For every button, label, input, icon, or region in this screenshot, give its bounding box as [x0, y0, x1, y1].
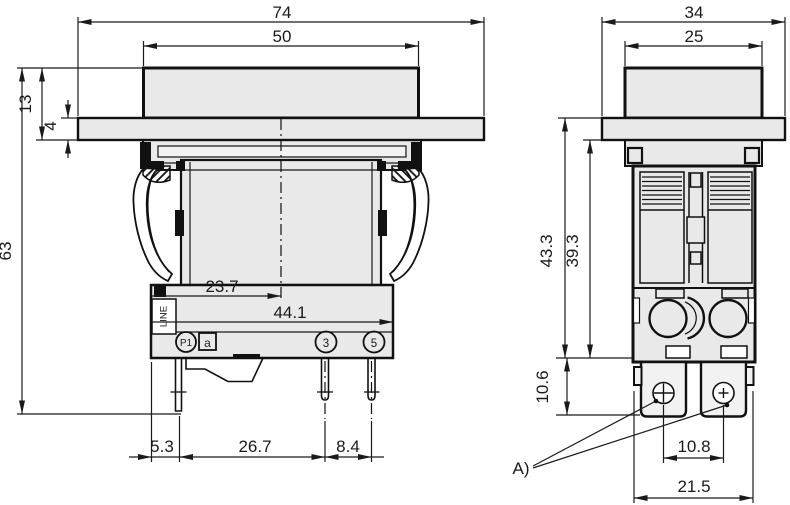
marker-a-label: a	[204, 336, 211, 350]
grille-right	[710, 176, 750, 205]
dim-5-3-label: 5.3	[150, 437, 174, 456]
front-button	[142, 66, 420, 120]
front-clip-notch-left	[175, 210, 184, 236]
side-hole-right	[708, 298, 748, 339]
dim-21-5: 21.5	[633, 391, 754, 503]
marker-p1-label: P1	[180, 338, 193, 349]
svg-text:21.5: 21.5	[677, 477, 710, 496]
dim-13: 13	[16, 67, 143, 141]
marker-5-circle	[362, 330, 386, 354]
mounting-clip-right	[389, 165, 430, 282]
side-flange	[600, 116, 787, 142]
dim-4: 4	[41, 100, 77, 158]
marker-3-circle	[314, 330, 338, 354]
front-latch-profile	[185, 357, 264, 383]
terminal-3-blade	[320, 358, 330, 401]
svg-text:43.3: 43.3	[537, 234, 556, 267]
svg-text:10.6: 10.6	[533, 370, 552, 403]
side-view-dimensions: 34 25 43.3 39.3	[513, 3, 786, 503]
dim-bottom-front: 5.3 26.7 8.4	[129, 362, 384, 462]
line-terminal-box	[151, 298, 177, 335]
side-neck	[624, 139, 763, 167]
svg-text:10.8: 10.8	[677, 437, 710, 456]
side-button	[623, 66, 764, 120]
svg-text:63: 63	[0, 242, 15, 261]
dim-10-6: 10.6	[533, 358, 640, 416]
svg-text:39.3: 39.3	[563, 234, 582, 267]
dim-44-1: 44.1	[152, 303, 393, 325]
line-label: LINE	[159, 306, 170, 327]
grille-left	[642, 176, 682, 205]
mounting-clip-left	[132, 165, 173, 282]
svg-text:13: 13	[16, 95, 35, 114]
svg-text:25: 25	[685, 27, 704, 46]
dim-74: 74	[77, 3, 485, 116]
svg-text:50: 50	[273, 27, 292, 46]
dim-34: 34	[601, 3, 786, 116]
dim-8-4-label: 8.4	[336, 437, 360, 456]
marker-5-label: 5	[371, 338, 377, 350]
dim-50: 50	[142, 27, 420, 66]
side-crescent	[687, 296, 706, 340]
marker-p1-circle	[175, 331, 197, 353]
dim-63: 63	[0, 68, 181, 415]
terminal-line-blade	[174, 358, 183, 412]
side-compartment-left	[639, 171, 685, 284]
svg-text:23.7: 23.7	[205, 277, 238, 296]
front-bezel-endwall-right	[398, 142, 422, 169]
front-view: LINE P1 a 3 5	[76, 66, 486, 419]
svg-text:74: 74	[273, 3, 292, 22]
dim-25: 25	[624, 27, 763, 66]
side-view	[600, 66, 787, 418]
front-upper-body	[179, 158, 383, 287]
marker-a-box	[198, 332, 217, 351]
side-hole-left	[648, 298, 688, 339]
svg-text:44.1: 44.1	[273, 303, 306, 322]
dim-26-7-label: 26.7	[238, 437, 271, 456]
svg-text:34: 34	[685, 3, 704, 22]
front-view-dimensions: 74 50 13 4	[0, 3, 485, 462]
front-bezel-plate	[157, 145, 407, 158]
svg-text:4: 4	[41, 121, 60, 130]
terminal-5-blade	[367, 358, 376, 401]
front-clip-notch-right	[378, 210, 387, 236]
dim-39-3: 39.3	[563, 139, 601, 358]
note-a: A)	[513, 398, 730, 478]
note-a-label: A)	[513, 459, 530, 478]
dim-23-7: 23.7	[152, 277, 281, 299]
front-bezel-endwall-left	[140, 142, 164, 169]
dim-43-3: 43.3	[537, 117, 633, 359]
side-compartment-right	[707, 171, 753, 284]
dim-10-8: 10.8	[662, 405, 725, 463]
marker-3-label: 3	[323, 338, 329, 350]
